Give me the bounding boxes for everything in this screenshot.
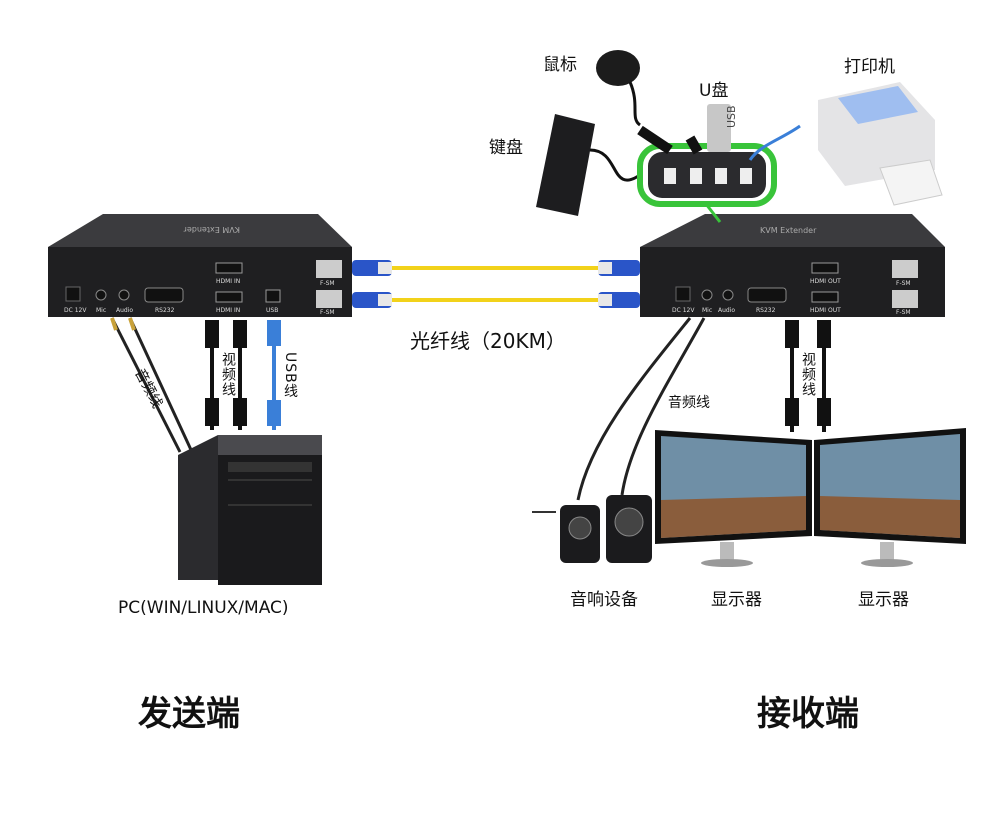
sender-audio-cables <box>110 317 194 453</box>
video-cable-right-label: 视频线 <box>800 352 816 397</box>
sender-port-usb: USB <box>266 307 278 314</box>
fiber-cables <box>352 260 640 308</box>
sender-video-cables <box>205 320 247 430</box>
sender-port-mic: Mic <box>96 307 106 314</box>
keyboard-device <box>536 114 641 216</box>
udisk-label: U盘 <box>699 81 729 101</box>
fiber-label: 光纤线（20KM） <box>410 329 566 353</box>
mouse-label: 鼠标 <box>543 55 577 75</box>
speakers-device <box>532 495 652 563</box>
sender-port-fsm-1: F-SM <box>320 280 335 287</box>
receiver-port-hdmi-out-2: HDMI OUT <box>810 307 841 314</box>
monitor-1 <box>655 430 812 567</box>
sender-brand-text: KVM Extender <box>183 225 240 234</box>
receiver-port-fsm-1: F-SM <box>896 280 911 287</box>
monitor1-label: 显示器 <box>711 590 762 610</box>
sender-port-hdmi-in-2: HDMI IN <box>216 307 240 314</box>
receiver-audio-cables <box>576 317 706 501</box>
receiver-port-audio: Audio <box>718 307 735 314</box>
usb-cable-label: USB线 <box>282 352 298 399</box>
receiver-port-mic: Mic <box>702 307 712 314</box>
sender-port-rs232: RS232 <box>155 307 175 314</box>
usb-drive: USB <box>707 104 738 152</box>
printer-device <box>818 82 943 206</box>
sender-port-audio: Audio <box>116 307 133 314</box>
sender-usb-cable <box>267 320 281 430</box>
usb-hub <box>637 143 777 223</box>
sender-port-dc: DC 12V <box>64 307 87 314</box>
printer-label: 打印机 <box>844 57 895 77</box>
hub-usb-plugs <box>637 124 801 161</box>
receiver-port-hdmi-out-1: HDMI OUT <box>810 278 841 285</box>
sender-port-hdmi-in-1: HDMI IN <box>216 278 240 285</box>
usb-drive-text: USB <box>725 105 738 128</box>
video-cable-left-label: 视频线 <box>220 352 236 397</box>
receiver-port-dc: DC 12V <box>672 307 695 314</box>
mouse-device <box>596 50 642 127</box>
receiver-port-fsm-2: F-SM <box>896 309 911 316</box>
pc-tower <box>178 435 322 585</box>
speakers-label: 音响设备 <box>570 590 638 610</box>
receiver-label: 接收端 <box>757 694 859 734</box>
monitor-2 <box>814 428 966 567</box>
receiver-port-rs232: RS232 <box>756 307 776 314</box>
monitor2-label: 显示器 <box>858 590 909 610</box>
receiver-video-cables <box>785 320 831 432</box>
sender-port-fsm-2: F-SM <box>320 309 335 316</box>
sender-kvm-unit: KVM Extender DC 12V Mic Audio RS232 HDMI… <box>48 214 352 317</box>
pc-label: PC(WIN/LINUX/MAC) <box>118 598 289 618</box>
audio-cable-right-label: 音频线 <box>668 395 710 411</box>
sender-label: 发送端 <box>138 694 240 734</box>
receiver-brand-text: KVM Extender <box>760 226 817 235</box>
keyboard-label: 键盘 <box>489 138 523 158</box>
receiver-kvm-unit: KVM Extender DC 12V Mic Audio RS232 HDMI… <box>640 214 945 317</box>
